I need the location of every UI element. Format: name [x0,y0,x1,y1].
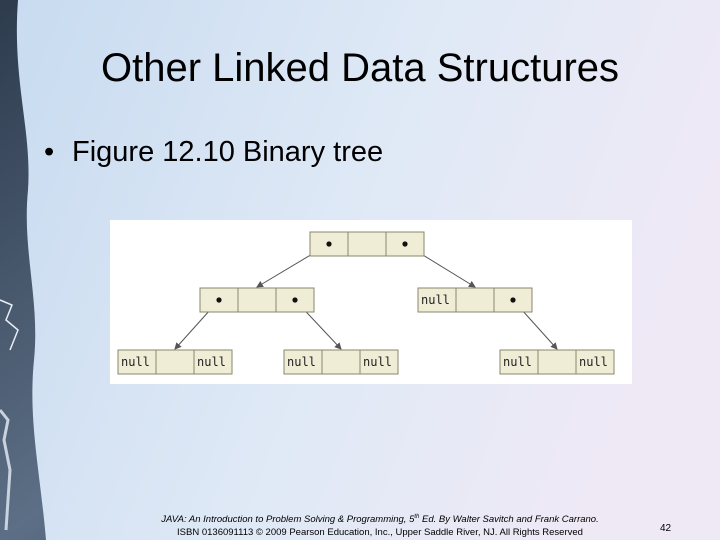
null-label: null [503,355,532,369]
footer-line2: ISBN 0136091113 © 2009 Pearson Education… [120,526,640,539]
footer-citation: JAVA: An Introduction to Problem Solving… [120,511,640,539]
tree-node-leaf-1: null null [118,350,232,374]
bullet-item: •Figure 12.10 Binary tree [44,134,383,170]
page-number: 42 [660,523,671,534]
binary-tree-diagram: null null null null null null null [110,220,632,384]
null-label: null [363,355,392,369]
tree-node-right-child: null [418,288,532,312]
node-cell [156,350,194,374]
null-label: null [121,355,150,369]
node-cell [538,350,576,374]
node-cell [322,350,360,374]
bullet-text: Figure 12.10 Binary tree [72,136,383,168]
node-cell [238,288,276,312]
node-cell [348,232,386,256]
footer-line1: JAVA: An Introduction to Problem Solving… [161,514,414,525]
pointer-dot [216,297,221,302]
slide-title: Other Linked Data Structures [0,44,720,92]
pointer-dot [292,297,297,302]
pointer-dot [510,297,515,302]
node-cell [456,288,494,312]
pointer-dot [326,241,331,246]
footer-line1-rest: Ed. By Walter Savitch and Frank Carrano. [419,514,598,525]
null-label: null [197,355,226,369]
pointer-dot [402,241,407,246]
null-label: null [579,355,608,369]
tree-node-left-child [200,288,314,312]
binary-tree-figure: null null null null null null null [110,220,632,384]
bullet-marker: • [44,134,72,170]
tree-node-root [310,232,424,256]
null-label: null [287,355,316,369]
tree-node-leaf-3: null null [500,350,614,374]
tree-node-leaf-2: null null [284,350,398,374]
null-label: null [421,293,450,307]
